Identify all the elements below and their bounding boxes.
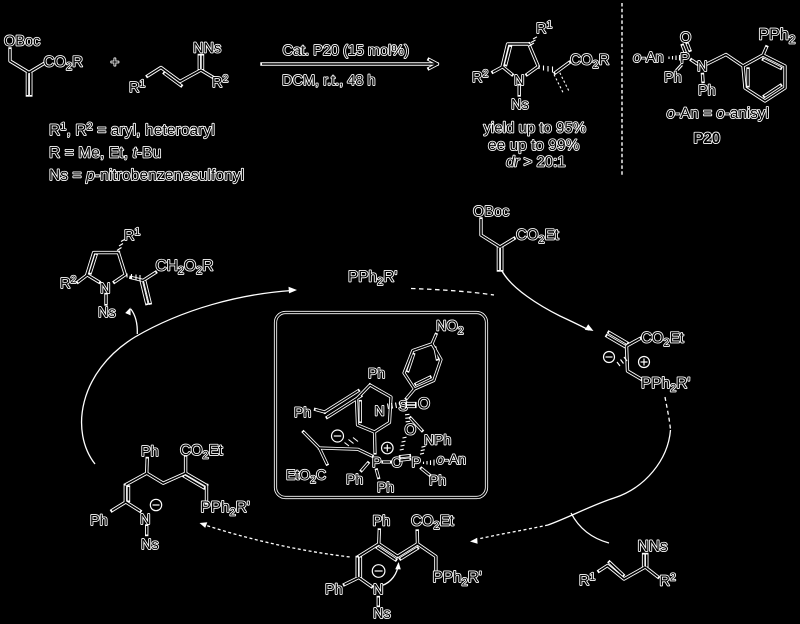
svg-text:N: N xyxy=(100,281,110,297)
svg-text:P: P xyxy=(372,454,381,470)
svg-text:o-An: o-An xyxy=(633,50,664,66)
svg-text:CH2O2R: CH2O2R xyxy=(156,258,214,278)
svg-text:O: O xyxy=(680,30,691,46)
svg-text:NNs: NNs xyxy=(638,538,668,555)
svg-text:PPh2: PPh2 xyxy=(759,27,796,47)
svg-text:Ph: Ph xyxy=(294,404,311,420)
svg-text:N: N xyxy=(373,582,383,598)
svg-text:CO2R: CO2R xyxy=(570,52,610,72)
svg-text:Ph: Ph xyxy=(698,83,716,99)
svg-text:OBoc: OBoc xyxy=(4,34,40,50)
svg-text:yield up to 95%: yield up to 95% xyxy=(484,120,587,137)
svg-text:P20: P20 xyxy=(694,130,721,147)
svg-text:O: O xyxy=(418,396,430,413)
svg-text:Ns: Ns xyxy=(141,537,159,553)
svg-text:R = Me, Et, t-Bu: R = Me, Et, t-Bu xyxy=(49,145,161,162)
svg-text:S: S xyxy=(399,398,408,414)
svg-text:N: N xyxy=(697,59,707,75)
svg-text:NPh: NPh xyxy=(424,432,451,448)
svg-text:Ph: Ph xyxy=(368,365,385,381)
svg-text:Ns: Ns xyxy=(98,305,116,321)
svg-text:o-An: o-An xyxy=(437,451,467,467)
svg-text:CO2Et: CO2Et xyxy=(641,330,685,350)
svg-text:CO2Et: CO2Et xyxy=(516,227,560,247)
svg-text:CO2Et: CO2Et xyxy=(411,513,455,533)
svg-text:PPh2R': PPh2R' xyxy=(641,375,690,395)
svg-text:Ph: Ph xyxy=(141,444,159,460)
svg-text:N: N xyxy=(375,403,385,419)
svg-text:P: P xyxy=(412,454,421,470)
svg-text:+: + xyxy=(111,54,120,71)
svg-text:Ph: Ph xyxy=(90,513,108,529)
svg-text:PPh2R': PPh2R' xyxy=(348,269,397,289)
svg-text:dr > 20:1: dr > 20:1 xyxy=(506,154,566,171)
svg-text:Ph: Ph xyxy=(664,70,682,86)
svg-text:N: N xyxy=(514,73,524,89)
svg-text:CO2Et: CO2Et xyxy=(180,442,224,462)
svg-text:NNs: NNs xyxy=(193,41,221,57)
svg-text:Ns: Ns xyxy=(373,606,391,622)
svg-text:Ph: Ph xyxy=(429,472,446,488)
svg-text:N: N xyxy=(140,512,150,528)
svg-text:Ph: Ph xyxy=(373,514,391,530)
svg-text:Ns = p-nitrobenzenesulfonyl: Ns = p-nitrobenzenesulfonyl xyxy=(49,167,244,184)
svg-text:OBoc: OBoc xyxy=(473,204,509,220)
svg-text:CO2R: CO2R xyxy=(44,54,84,74)
svg-text:Cat. P20 (15 mol%): Cat. P20 (15 mol%) xyxy=(283,43,410,59)
svg-text:ee up to 99%: ee up to 99% xyxy=(488,137,580,154)
svg-text:DCM, r.t., 48 h: DCM, r.t., 48 h xyxy=(282,73,375,89)
svg-text:Ph: Ph xyxy=(377,479,394,495)
svg-text:R1, R2 = aryl, heteroaryl: R1, R2 = aryl, heteroaryl xyxy=(49,121,215,139)
svg-text:Ph: Ph xyxy=(346,471,363,487)
svg-text:P: P xyxy=(680,51,690,67)
svg-text:o-An = o-anisyl: o-An = o-anisyl xyxy=(667,105,769,122)
svg-text:PPh2R': PPh2R' xyxy=(201,499,250,519)
svg-text:Ns: Ns xyxy=(511,97,529,113)
svg-text:Ph: Ph xyxy=(325,582,343,598)
svg-text:NO2: NO2 xyxy=(436,319,464,338)
svg-text:EtO2C: EtO2C xyxy=(286,467,326,487)
svg-text:PPh2R': PPh2R' xyxy=(433,569,482,589)
svg-text:O: O xyxy=(405,422,417,439)
